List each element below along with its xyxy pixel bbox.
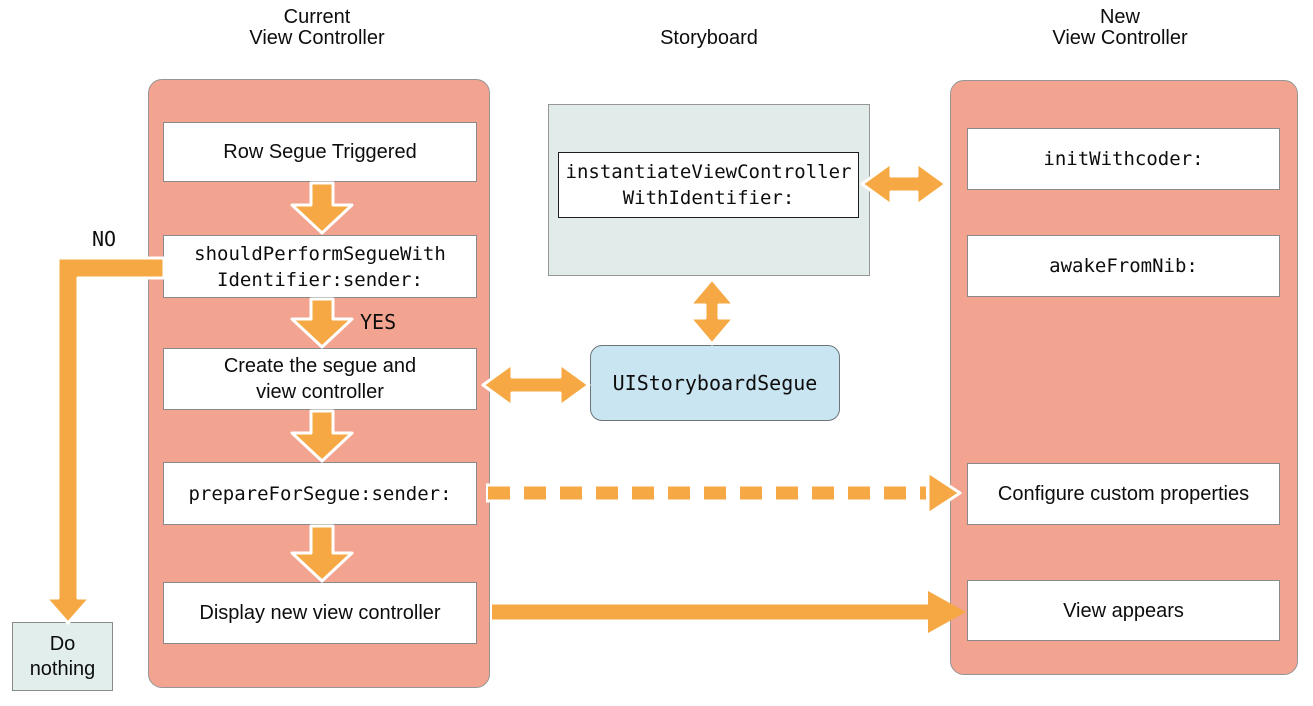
no-label: NO — [92, 227, 117, 251]
arrow-storyboard-segue-double-icon — [688, 277, 736, 346]
arrow-create-segue-double-icon — [481, 362, 591, 408]
step-init-with-coder: initWithcoder: — [967, 128, 1280, 190]
do-nothing-box: Do nothing — [12, 622, 113, 691]
step-row-segue-triggered: Row Segue Triggered — [163, 122, 477, 182]
step-create-segue: Create the segue and view controller — [163, 348, 477, 410]
arrow-no-to-do-nothing-icon — [44, 256, 166, 625]
storyboard-title: Storyboard — [660, 27, 758, 49]
step-configure-custom-properties: Configure custom properties — [967, 463, 1280, 525]
method-instantiate-view-controller: instantiateViewController WithIdentifier… — [558, 152, 859, 218]
step-view-appears: View appears — [967, 580, 1280, 641]
uistoryboardsegue-box: UIStoryboardSegue — [590, 345, 840, 421]
step-should-perform-segue: shouldPerformSegueWith Identifier:sender… — [163, 235, 477, 298]
new-view-controller-title: New View Controller — [1052, 6, 1188, 49]
current-view-controller-title: Current View Controller — [249, 6, 385, 49]
yes-label: YES — [360, 310, 397, 334]
arrow-storyboard-init-double-icon — [860, 161, 948, 207]
step-display-new-view-controller: Display new view controller — [163, 582, 477, 644]
step-awake-from-nib: awakeFromNib: — [967, 235, 1280, 297]
step-prepare-for-segue: prepareForSegue:sender: — [163, 462, 477, 525]
